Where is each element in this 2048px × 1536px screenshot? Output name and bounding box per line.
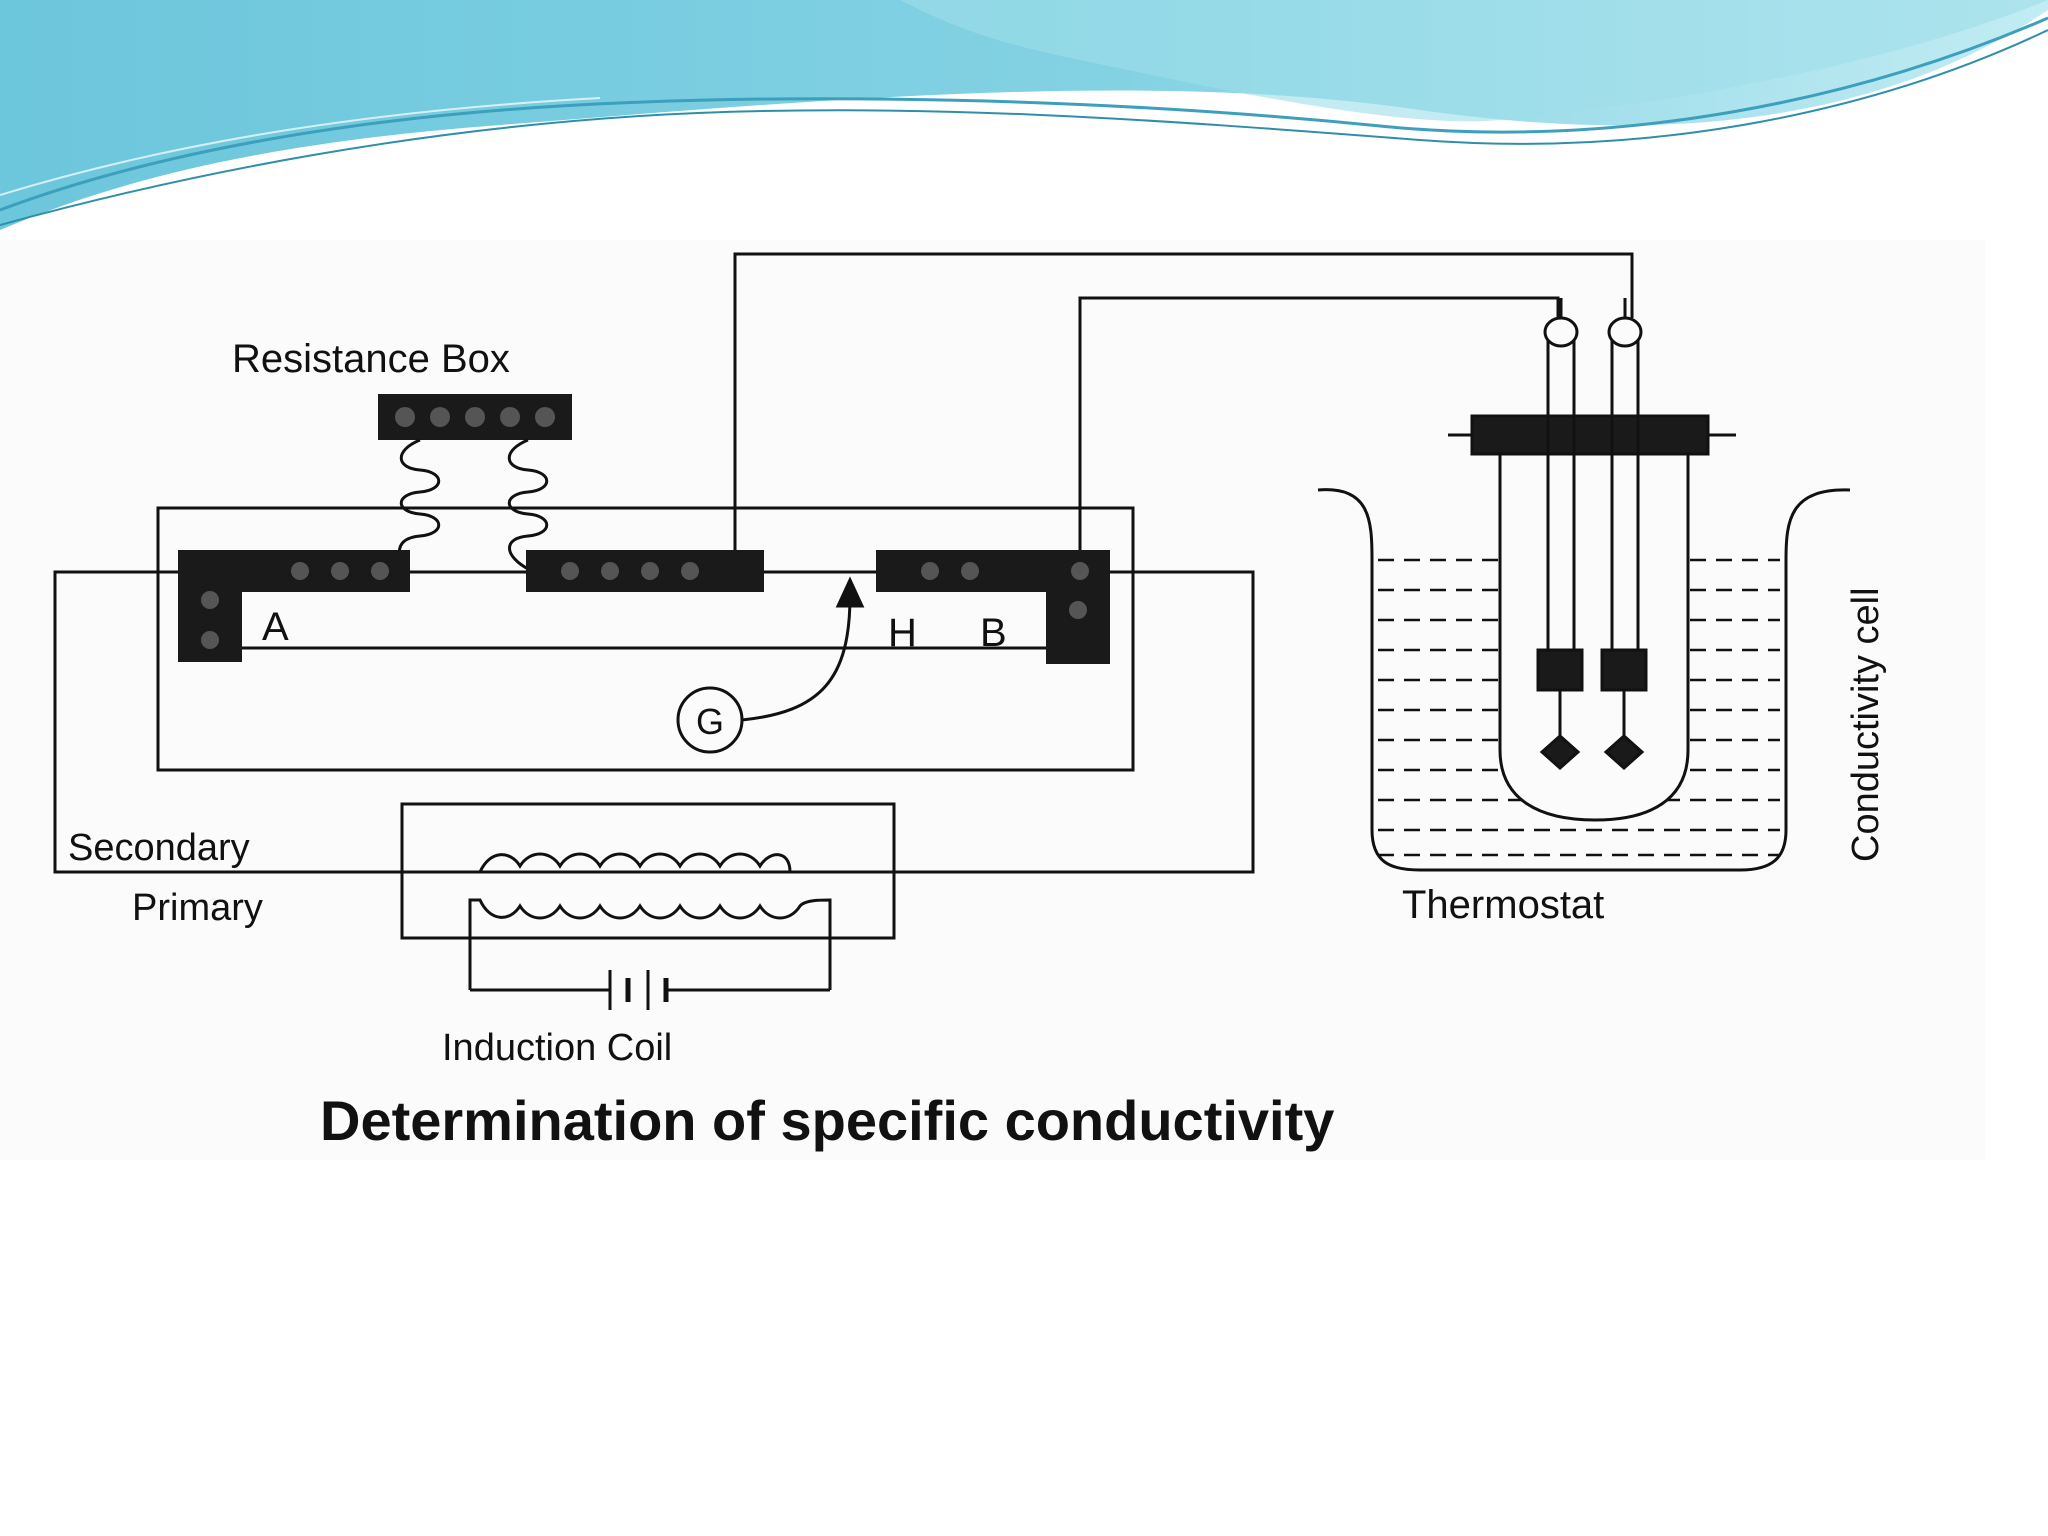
thermostat-vessel [1317,298,1851,872]
resistance-box [378,394,572,572]
wire-to-cell-right [733,252,1634,572]
label-b: B [980,611,1007,655]
outer-circuit-frame [156,506,1135,772]
electrode-bulb-left [1543,316,1579,348]
jockey-arrowhead [835,576,865,608]
label-a: A [262,605,289,649]
label-galvanometer: G [696,701,724,742]
diagram-title: Determination of specific conductivity [320,1089,1334,1152]
label-primary: Primary [132,887,263,929]
label-h: H [888,611,917,655]
label-secondary: Secondary [68,827,250,869]
electrode-right [1600,648,1648,692]
cell-cap [1470,414,1710,456]
label-thermostat: Thermostat [1402,883,1604,927]
conductivity-cell-tube [1498,440,1690,822]
electrode-left [1536,648,1584,692]
header-banner [0,0,2048,230]
secondary-coil [402,852,894,874]
bridge-strips [178,550,1110,664]
label-conductivity-cell: Conductivity cell [1845,587,1887,862]
wire-to-cell-left [1078,296,1560,572]
electrode-bulb-right [1607,316,1643,348]
label-resistance-box: Resistance Box [232,337,510,381]
thermostat-liquid [1378,558,1780,857]
jockey-wire [741,595,852,722]
label-induction-coil: Induction Coil [442,1027,672,1069]
thermostat-outline [1317,488,1851,872]
primary-coil [468,898,832,990]
strip-a [178,550,410,662]
